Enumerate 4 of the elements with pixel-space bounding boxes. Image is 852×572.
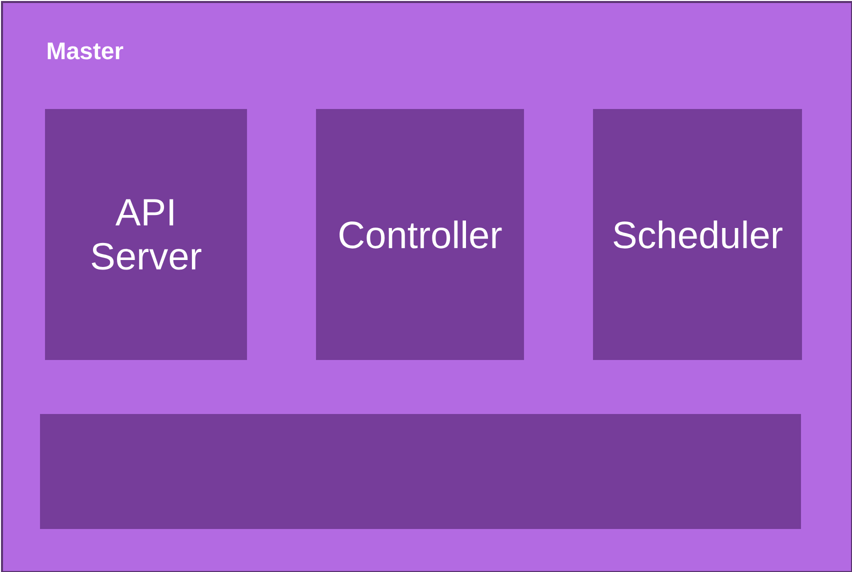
component-box: API Server	[45, 109, 247, 360]
component-box: Controller	[316, 109, 524, 360]
component-box: Scheduler	[593, 109, 802, 360]
component-box	[40, 414, 801, 529]
